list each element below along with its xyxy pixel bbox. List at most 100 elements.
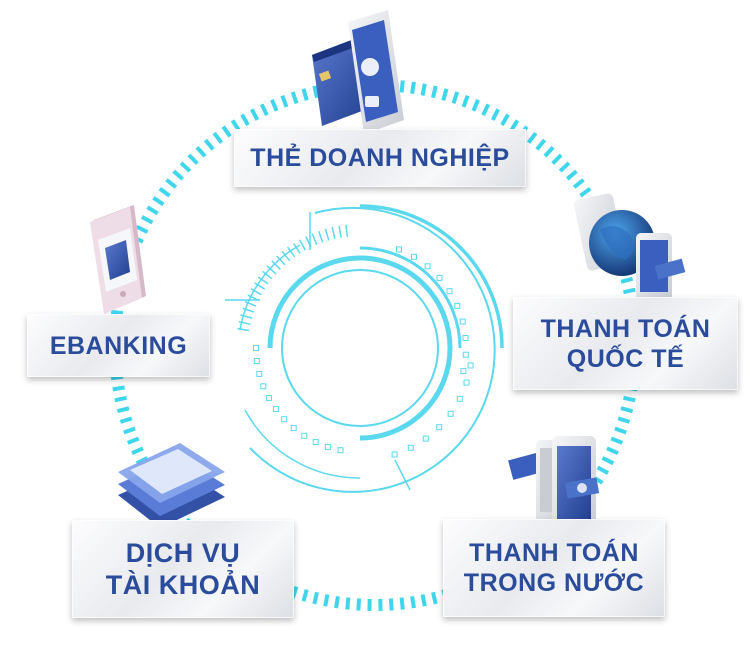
outer-ring-dash — [195, 145, 207, 158]
inner-square-mark — [281, 416, 288, 423]
inner-tick-group — [237, 224, 474, 458]
outer-ring-dash — [410, 81, 416, 95]
outer-ring-dash — [290, 91, 299, 105]
label-thanh-toan-trong-nuoc: THANH TOÁN TRONG NƯỚC — [443, 519, 665, 617]
inner-square-mark — [463, 379, 470, 386]
outer-ring-dash — [203, 138, 215, 151]
inner-arc-thick — [267, 255, 453, 441]
inner-square-mark — [265, 395, 272, 402]
phone-icon — [90, 205, 146, 314]
inner-square-mark — [312, 439, 319, 446]
inner-arc-lower — [244, 409, 361, 479]
inner-square-mark — [272, 406, 279, 413]
inner-square-mark — [454, 302, 461, 309]
outer-ring-dash — [490, 108, 500, 121]
inner-tick — [331, 227, 336, 240]
outer-ring-dash — [565, 169, 578, 181]
label-line-2: TRONG NƯỚC — [463, 569, 645, 597]
inner-square-mark — [456, 395, 463, 402]
outer-ring-dash — [323, 594, 330, 607]
outer-ring-dash — [301, 589, 309, 602]
outer-ring-dash — [250, 108, 260, 121]
phones-money-icon — [508, 436, 600, 530]
inner-tick — [262, 270, 273, 280]
outer-ring-dash — [116, 406, 130, 414]
outer-ring-dash — [420, 83, 427, 96]
outer-ring-dash — [158, 186, 171, 198]
outer-ring-dash — [280, 94, 289, 108]
outer-ring-dash — [356, 598, 362, 611]
label-text: THẺ DOANH NGHIỆP — [250, 144, 510, 172]
label-line-2: QUỐC TẾ — [566, 344, 685, 373]
inner-tick — [266, 265, 277, 275]
outer-ring-dash — [620, 276, 634, 284]
inner-square-mark — [424, 263, 431, 270]
inner-tick — [250, 288, 262, 296]
outer-ring-dash — [543, 145, 555, 158]
outer-ring-dash — [471, 99, 480, 112]
label-line-1: DỊCH VỤ — [125, 537, 241, 568]
outer-ring-dash — [187, 153, 199, 165]
outer-ring-dash — [312, 591, 319, 605]
outer-ring-dash — [596, 465, 610, 475]
inner-square-mark — [467, 362, 474, 369]
inner-tick-line — [394, 459, 411, 491]
outer-ring-dash — [610, 436, 624, 445]
inner-square-mark — [447, 410, 454, 417]
inner-tick — [240, 314, 253, 319]
inner-square-mark — [290, 425, 297, 432]
inner-arc-large — [249, 206, 496, 493]
inner-tick — [238, 320, 251, 326]
inner-square-mark — [446, 288, 453, 295]
outer-ring-dash — [270, 99, 279, 112]
outer-ring-dash — [579, 186, 592, 198]
outer-ring-dash — [110, 309, 124, 316]
outer-ring-dash — [420, 594, 427, 607]
label-text: EBANKING — [49, 331, 188, 360]
outer-ring-dash — [622, 395, 636, 403]
outer-ring-dash — [135, 456, 149, 466]
outer-ring-dash — [135, 224, 149, 234]
outer-ring-dash — [410, 595, 416, 609]
outer-ring-dash — [399, 80, 405, 93]
outer-ring-dash — [620, 406, 634, 414]
outer-ring-dash — [334, 595, 340, 609]
inner-tick — [281, 251, 291, 262]
outer-ring-dash — [622, 287, 636, 295]
outer-ring-dash — [601, 456, 615, 466]
outer-ring-dash — [221, 125, 232, 138]
outer-ring-dash — [259, 103, 269, 117]
outer-ring-dash — [126, 436, 140, 445]
outer-ring-dash — [172, 169, 185, 181]
outer-ring-dash — [131, 446, 144, 456]
outer-ring-dash — [146, 205, 159, 216]
inner-tick — [292, 242, 301, 254]
outer-ring-dash — [551, 153, 563, 165]
inner-square-mark — [256, 370, 263, 377]
label-the-doanh-nghiep: THẺ DOANH NGHIỆP — [234, 129, 526, 187]
outer-ring-dash — [230, 119, 241, 132]
label-ebanking: EBANKING — [27, 314, 210, 377]
outer-ring-dash — [312, 85, 319, 99]
inner-square-mark — [460, 368, 467, 375]
outer-ring-dash — [165, 178, 178, 189]
inner-arc-outer — [359, 204, 504, 349]
inner-tick — [287, 246, 296, 258]
outer-ring-dash — [441, 88, 449, 101]
inner-tick — [247, 294, 260, 301]
label-line-1: THANH TOÁN — [469, 539, 639, 567]
outer-ring-dash — [614, 426, 627, 435]
credit-card-phone-icon — [312, 10, 404, 134]
outer-ring-dash — [451, 91, 460, 105]
inner-square-mark — [436, 424, 443, 431]
inner-square-mark — [436, 274, 443, 281]
inner-tick — [237, 327, 250, 332]
outer-ring-dash — [140, 215, 154, 225]
inner-square-mark — [462, 335, 469, 341]
inner-square-mark — [422, 435, 429, 442]
inner-core-ring — [281, 269, 439, 427]
inner-tick — [305, 236, 312, 248]
outer-ring-dash — [558, 161, 571, 173]
globe-phone-icon — [573, 193, 686, 301]
inner-square-mark — [324, 443, 331, 450]
